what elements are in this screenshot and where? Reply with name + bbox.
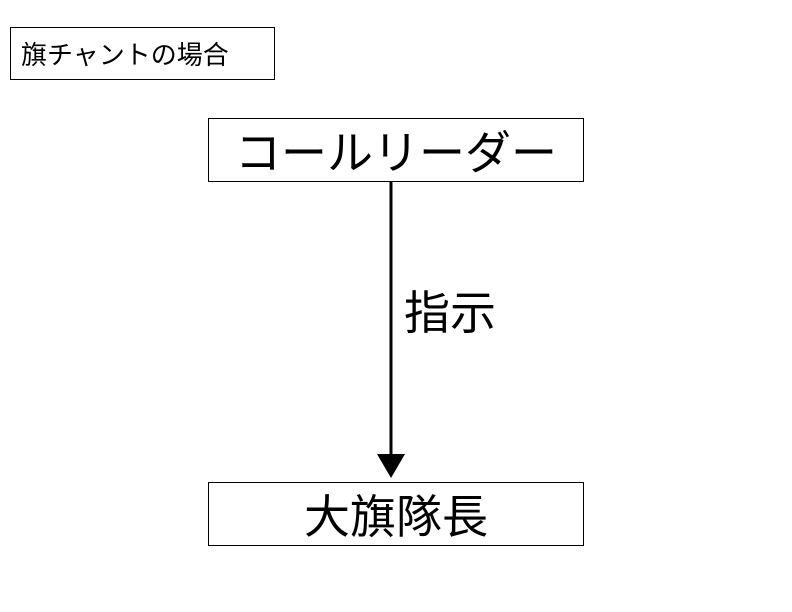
node-flag-captain: 大旗隊長 (208, 482, 584, 546)
node-call-leader-label: コールリーダー (235, 126, 557, 180)
edge-label-instruction: 指示 (404, 286, 496, 340)
node-flag-captain-label: 大旗隊長 (304, 490, 488, 544)
arrowhead-icon (377, 454, 405, 478)
diagram-title: 旗チャントの場合 (10, 27, 275, 80)
node-call-leader: コールリーダー (208, 118, 584, 182)
diagram-title-text: 旗チャントの場合 (21, 41, 229, 71)
